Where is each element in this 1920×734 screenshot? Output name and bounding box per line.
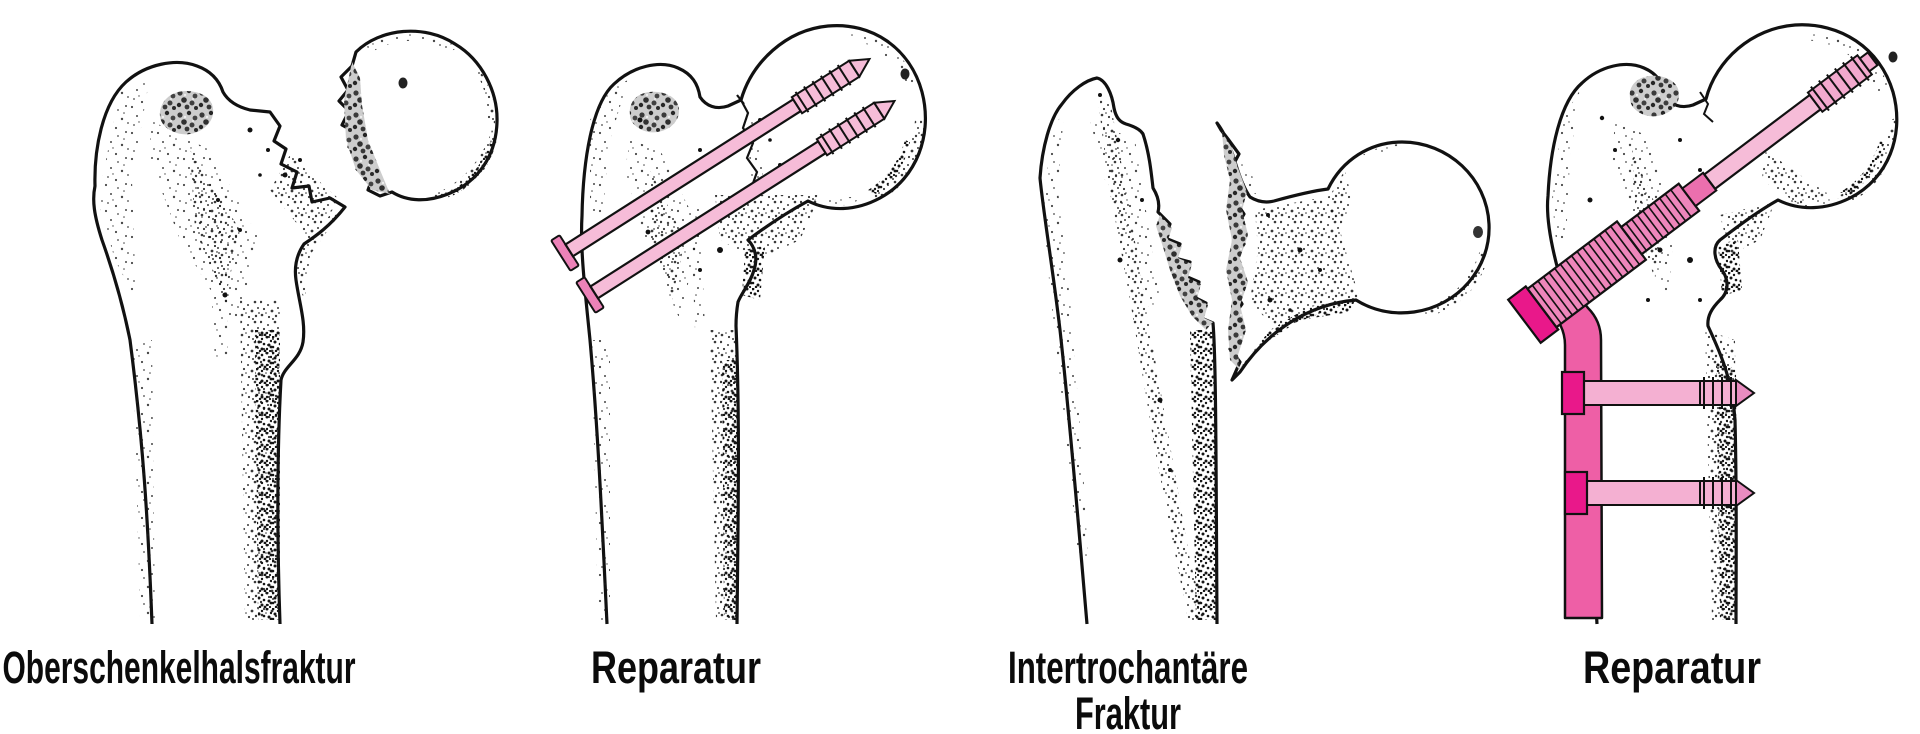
stipple-spots [637, 117, 782, 272]
shading-spike-right [1240, 160, 1258, 195]
shading-head-bottom-dense [450, 140, 494, 196]
shading-head-bottom-right [1416, 250, 1489, 316]
trochanteric-fossa-shading [159, 90, 214, 135]
shading-head-top [365, 30, 460, 52]
trochanteric-fossa-shading [629, 91, 680, 133]
fovea-dot [900, 68, 910, 80]
shading-trochanter-left [1552, 90, 1580, 240]
screw-tip [1735, 378, 1756, 408]
barrel-hatch [1625, 189, 1692, 252]
screw-tip [872, 99, 897, 121]
lag-screw-upper [550, 57, 872, 272]
shading-head-top [848, 30, 918, 88]
shading-head-top [1808, 30, 1890, 92]
stipple-spots [1098, 93, 1172, 472]
shading-head-bottom [810, 196, 865, 206]
shading-head-right-dense [868, 140, 910, 194]
fracture-crack-line [1699, 91, 1714, 123]
caption-femoral-neck-repair: Reparatur [591, 642, 761, 693]
panel-femoral-neck-fracture [92, 29, 499, 625]
screw-end-cap [1858, 51, 1879, 73]
screw-body [1583, 480, 1703, 506]
shading-head-lower-left [1762, 150, 1830, 205]
caption-intertrochanteric-repair: Reparatur [1583, 642, 1761, 693]
shading-head-right [474, 70, 496, 128]
shading-lesser-trochanter [742, 245, 765, 300]
thread-rungs [1703, 477, 1732, 509]
panel-intertrochanteric-fracture [1038, 76, 1491, 625]
screw-head [1563, 470, 1589, 516]
lag-screw-lower [575, 99, 897, 314]
shading-under-neck [1250, 196, 1360, 330]
caption-intertrochanteric-fracture-line1: Intertrochantäre [1008, 642, 1248, 693]
shading-head-right-dense [1840, 140, 1884, 196]
thread-rungs [794, 64, 852, 113]
fracture-surface-head-fragment [1222, 132, 1248, 370]
thread-rungs [819, 106, 877, 155]
screw-tip [1735, 478, 1756, 508]
stipple-spots [1587, 115, 1702, 302]
fracture-surface-shaft [1156, 215, 1213, 330]
trochanteric-fossa-shading [1629, 75, 1680, 117]
fovea-dot [1473, 226, 1483, 238]
shading-right-column-dense [1190, 330, 1216, 620]
thread-rungs [1810, 55, 1870, 112]
screw-body [1583, 380, 1703, 406]
cortical-screw-upper [1560, 370, 1756, 416]
screw-head [1560, 370, 1586, 416]
panel-femoral-neck-repair [550, 24, 927, 625]
shading-stump-face [270, 155, 340, 240]
shading-under-neck [715, 195, 820, 260]
shading-underside-edge-dense [1240, 300, 1355, 368]
fracture-surface-head [344, 62, 390, 194]
captions: Oberschenkelhalsfraktur Reparatur Intert… [3, 642, 1762, 734]
shading-medial-column-dense [255, 330, 280, 620]
shading-left-shaft [592, 340, 610, 620]
fovea-dot [1888, 51, 1898, 63]
shading-fossa-trail [205, 180, 228, 360]
stipple-spots [216, 127, 302, 298]
dhs-lag-screw [1506, 51, 1879, 345]
shading-neck-underside [295, 207, 345, 300]
shading-central-light [1090, 120, 1160, 310]
shading-left-shaft [133, 340, 155, 620]
caption-femoral-neck-fracture: Oberschenkelhalsfraktur [3, 642, 356, 693]
shading-trochanter-left [98, 76, 150, 300]
screw-tip [847, 57, 872, 79]
shading-lesser-trochanter [1718, 240, 1742, 296]
shading-head-left [1330, 170, 1352, 230]
panel-intertrochanteric-repair [1506, 23, 1899, 625]
shading-medial-column-dense [722, 360, 737, 620]
cortical-screw-lower [1563, 470, 1756, 516]
stipple-spots [1266, 213, 1322, 312]
shading-head-top-left [1350, 144, 1405, 172]
thread-rungs [1703, 377, 1732, 409]
fovea-dot [398, 77, 408, 89]
shading-trochanter-left [590, 80, 628, 220]
caption-intertrochanteric-fracture-line2: Fraktur [1075, 688, 1181, 734]
shading-left-band [1043, 110, 1088, 560]
barrel-hatch [1531, 225, 1641, 325]
